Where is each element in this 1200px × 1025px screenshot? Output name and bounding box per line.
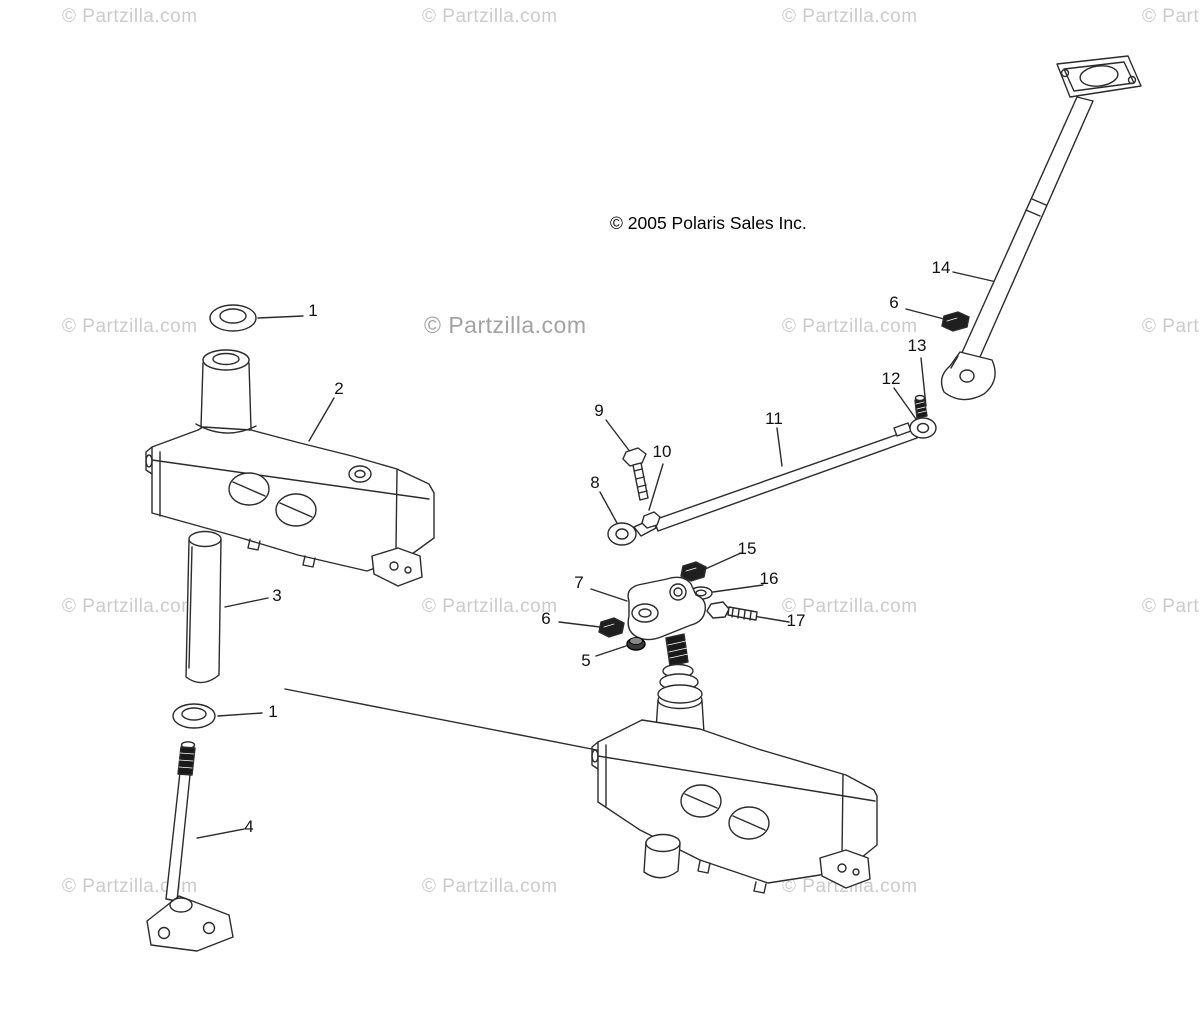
watermark: © Partzilla.com [782, 596, 918, 617]
callout-1-washer-lower: 1 [268, 702, 278, 721]
watermark: © Partzilla.com [422, 596, 558, 617]
part-spacer-tube [185, 530, 222, 684]
callout-6-nut-right: 6 [889, 293, 899, 312]
callout-12-jam-nut-right: 12 [881, 369, 901, 388]
callout-13-tie-rod-end-right: 13 [907, 336, 927, 355]
callout-9-bolt: 9 [594, 401, 604, 420]
part-washer-top [209, 304, 257, 332]
part-nut-right [941, 311, 970, 332]
callout-4-lower-shaft: 4 [244, 817, 254, 836]
callout-6-nut-left: 6 [541, 609, 551, 628]
part-gearbox-lower [591, 690, 878, 894]
part-washer-lower [172, 703, 216, 729]
watermark: © Partzilla.com [62, 316, 198, 337]
callout-11-tie-rod: 11 [765, 409, 783, 428]
part-gearbox-upper [145, 349, 435, 587]
callout-3-spacer-tube: 3 [272, 586, 282, 605]
callout-16-washer: 16 [759, 569, 779, 588]
part-nut-15 [680, 561, 707, 582]
callout-5-bushing: 5 [581, 651, 591, 670]
watermark: © Partzilla.com [422, 876, 558, 897]
callout-17-bolt: 17 [786, 611, 806, 630]
watermark: © Partzilla.com [1142, 596, 1200, 617]
callout-1-washer-top: 1 [308, 301, 318, 320]
part-steering-arm [627, 576, 706, 641]
part-nut-left [598, 617, 625, 638]
watermark: © Partzilla.com [62, 6, 198, 27]
watermark: © Partzilla.com [782, 6, 918, 27]
part-tie-rod [607, 394, 937, 546]
watermark: © Partzilla.com [62, 596, 198, 617]
callout-2-gearbox-upper: 2 [334, 379, 344, 398]
part-bushing-5 [626, 637, 646, 651]
copyright-notice: © 2005 Polaris Sales Inc. [610, 213, 807, 233]
watermark-center: © Partzilla.com [424, 312, 587, 338]
callout-10-jam-nut: 10 [652, 442, 672, 461]
part-lower-shaft [146, 741, 234, 952]
callout-14-steering-column: 14 [931, 258, 951, 277]
watermark: © Partzilla.com [1142, 6, 1200, 27]
part-pitman-stud-boot [657, 633, 703, 704]
part-steering-column [940, 55, 1142, 401]
leader-lines [196, 271, 1002, 839]
watermark: © Partzilla.com [62, 876, 198, 897]
watermark: © Partzilla.com [422, 6, 558, 27]
callout-8-tie-rod-end-left: 8 [590, 473, 600, 492]
callout-15-nut: 15 [737, 539, 757, 558]
watermark: © Partzilla.com [782, 316, 918, 337]
watermark: © Partzilla.com [1142, 316, 1200, 337]
part-bolt-9 [622, 447, 649, 501]
callout-7-steering-arm: 7 [574, 573, 584, 592]
part-bolt-17 [706, 601, 758, 621]
